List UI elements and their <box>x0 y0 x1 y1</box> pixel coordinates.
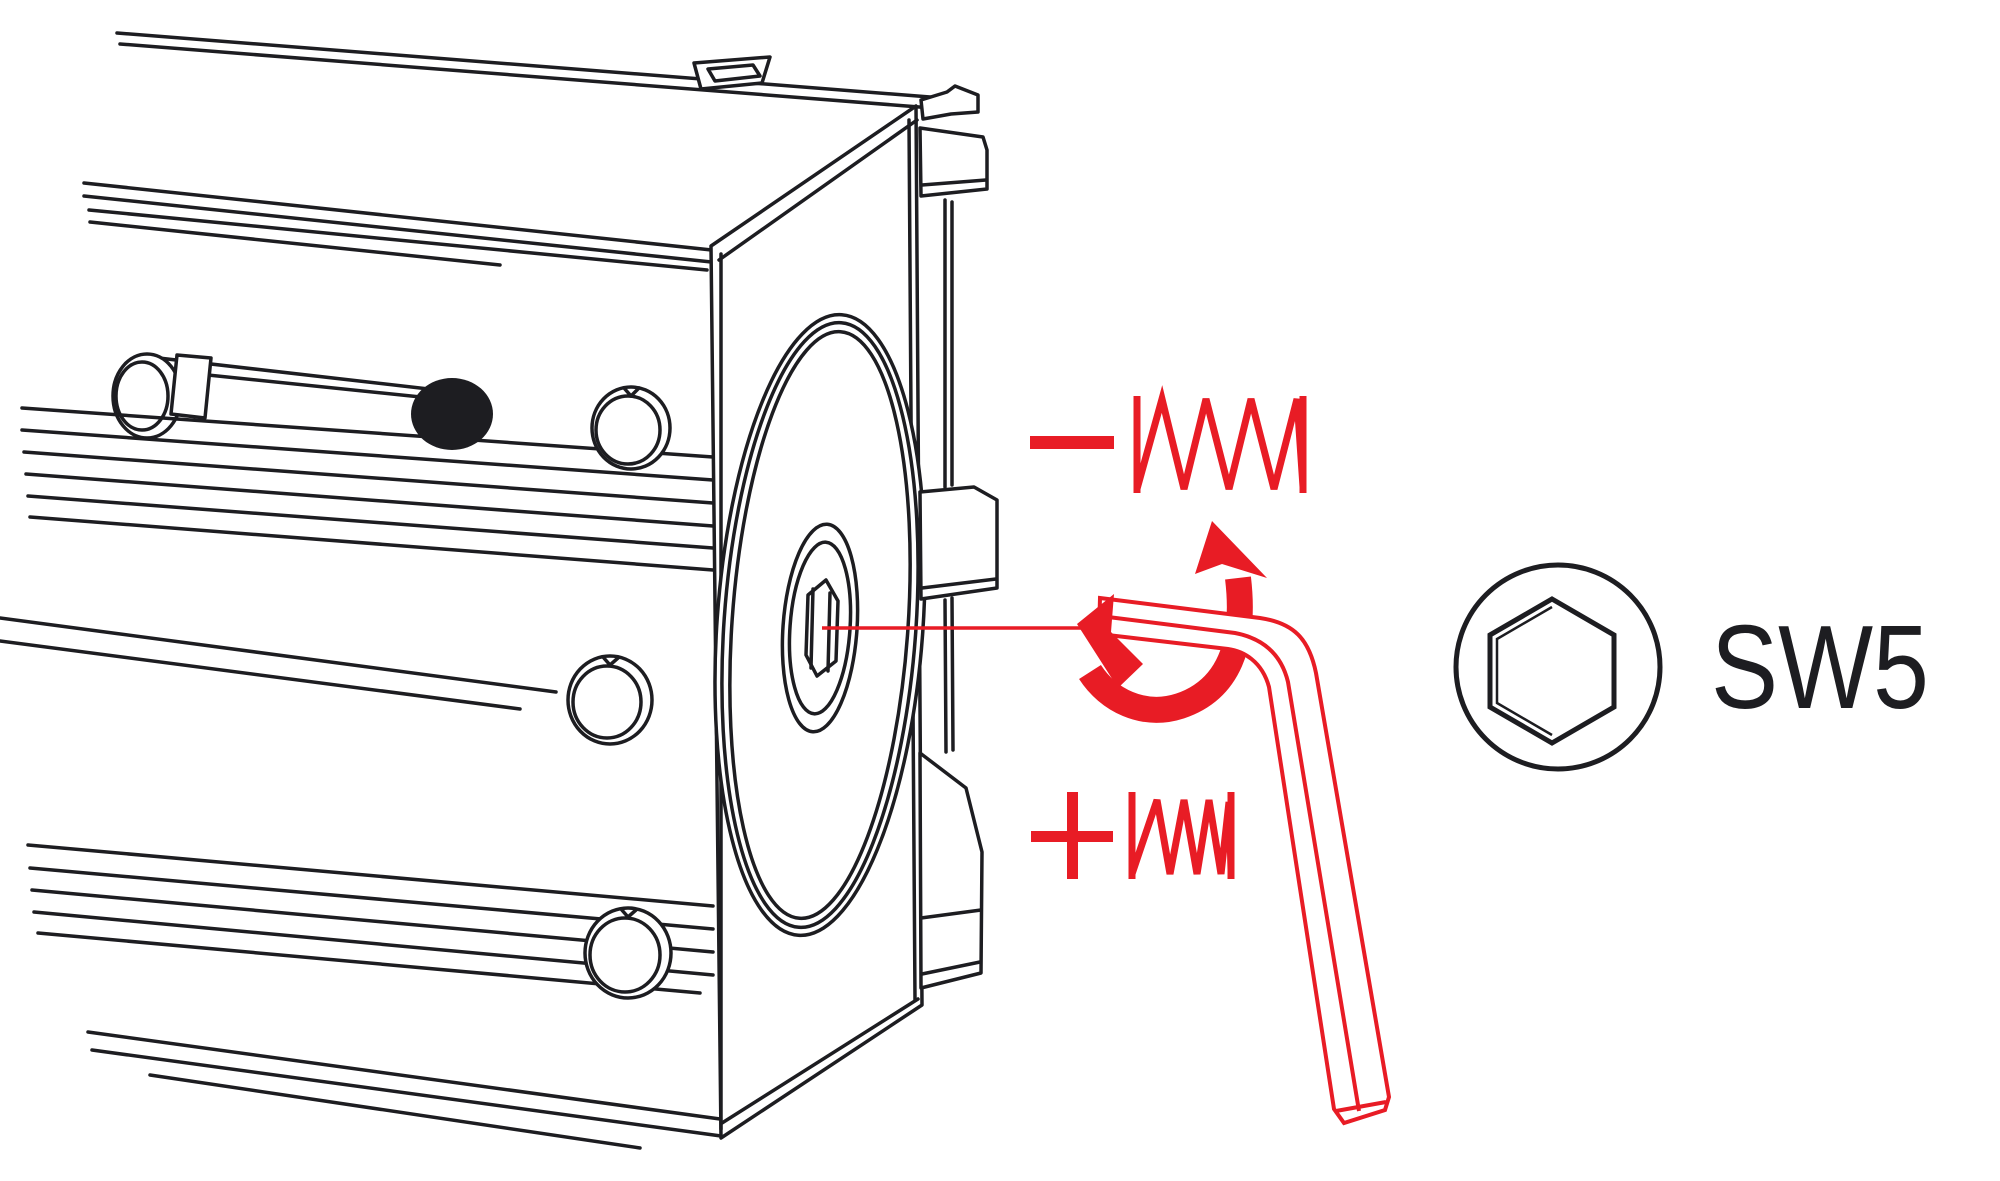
rod-end-slot <box>169 353 213 420</box>
piston-rod-end <box>111 352 183 440</box>
spring-compressed-icon <box>1128 792 1235 879</box>
body-top-front-edges <box>82 181 723 272</box>
arrowhead-left <box>1077 594 1143 688</box>
rotation-arrow-heads <box>1077 521 1267 688</box>
mounting-hole-top <box>590 385 672 471</box>
allen-key-icon <box>1096 595 1392 1126</box>
rail-tab-middle <box>918 485 999 601</box>
hexagon-icon <box>1487 596 1617 746</box>
tool-legend: SW5 <box>1453 562 1929 772</box>
body-top-rear-edges <box>115 31 934 110</box>
rail-tab-bottom <box>918 751 984 990</box>
cylinder-body-drawing <box>0 31 999 1150</box>
spring-extended-icon <box>1133 385 1307 493</box>
annotations <box>822 385 1392 1126</box>
minus-icon <box>1030 436 1114 449</box>
allen-key-ridge <box>1099 614 1361 1112</box>
mounting-hole-bottom <box>583 906 673 1000</box>
hexagon-depth-line <box>1495 605 1553 737</box>
sensor-rail <box>918 84 999 990</box>
arrowhead-up <box>1195 521 1267 578</box>
tool-size-label: SW5 <box>1711 601 1929 734</box>
plus-icon <box>1031 792 1113 879</box>
allen-key-tip-facet <box>1335 1100 1387 1113</box>
top-slot-boss <box>692 55 772 91</box>
rail-hook <box>919 84 980 121</box>
body-groove-lines-lower-left <box>0 616 558 711</box>
body-bottom-edges <box>86 1030 723 1150</box>
mounting-hole-middle <box>566 654 654 746</box>
allen-key-outline <box>1096 595 1392 1126</box>
plug-dot <box>411 378 493 450</box>
